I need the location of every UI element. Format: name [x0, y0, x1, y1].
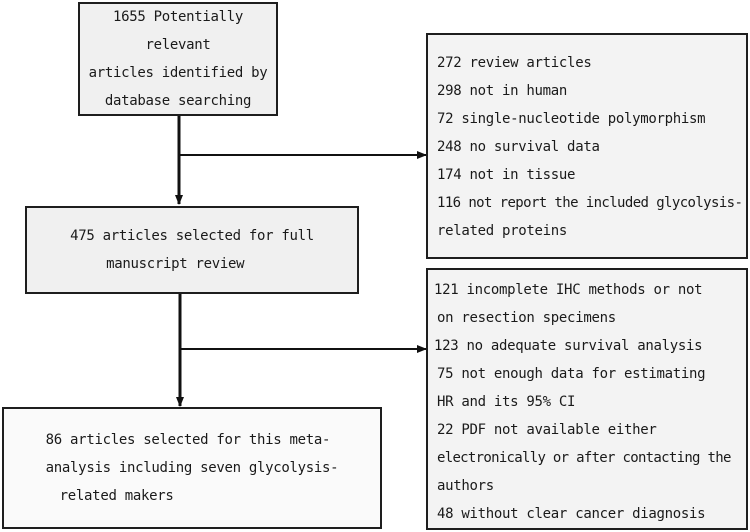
exclusion-2-item: 75 not enough data for estimating	[437, 366, 706, 382]
exclusion-1-item: related proteins	[437, 223, 568, 239]
exclusion-2-item: 123 no adequate survival analysis	[434, 338, 703, 354]
exclusion-2-item: 22 PDF not available either	[437, 422, 657, 438]
exclusion-2-item: 48 without clear cancer diagnosis	[437, 506, 706, 522]
box-final: 86 articles selected for this meta- anal…	[2, 407, 382, 529]
exclusion-1-item: 248 no survival data	[437, 139, 600, 155]
exclusion-1-item: 116 not report the included glycolysis-	[437, 195, 743, 211]
exclusion-2-item: on resection specimens	[437, 310, 616, 326]
exclusion-1-item: 298 not in human	[437, 83, 568, 99]
box-exclusion-2: 121 incomplete IHC methods or not on res…	[426, 268, 748, 530]
box-identified: 1655 Potentially relevant articles ident…	[78, 2, 278, 116]
exclusion-1-item: 72 single-nucleotide polymorphism	[437, 111, 706, 127]
text-line: analysis including seven glycolysis-	[45, 460, 339, 476]
exclusion-1-item: 174 not in tissue	[437, 167, 576, 183]
text-line: 1655 Potentially relevant	[112, 9, 244, 53]
box-identified-text: 1655 Potentially relevant articles ident…	[80, 3, 276, 115]
text-line: 475 articles selected for full	[70, 228, 314, 244]
text-line: articles identified by	[88, 65, 268, 81]
text-line: 86 articles selected for this meta-	[45, 432, 331, 448]
exclusion-2-item: HR and its 95% CI	[437, 394, 576, 410]
exclusion-2-item: authors	[437, 478, 494, 494]
text-line: manuscript review	[106, 256, 245, 272]
box-full-review: 475 articles selected for full manuscrip…	[25, 206, 359, 294]
text-line: database searching	[104, 93, 252, 109]
box-final-text: 86 articles selected for this meta- anal…	[46, 426, 339, 510]
box-full-review-text: 475 articles selected for full manuscrip…	[70, 222, 314, 278]
box-exclusion-1: 272 review articles 298 not in human 72 …	[426, 33, 748, 259]
exclusion-2-item: electronically or after contacting the	[437, 450, 731, 466]
exclusion-1-item: 272 review articles	[437, 55, 592, 71]
exclusion-2-item: 121 incomplete IHC methods or not	[434, 282, 703, 298]
text-line: related makers	[59, 488, 174, 504]
